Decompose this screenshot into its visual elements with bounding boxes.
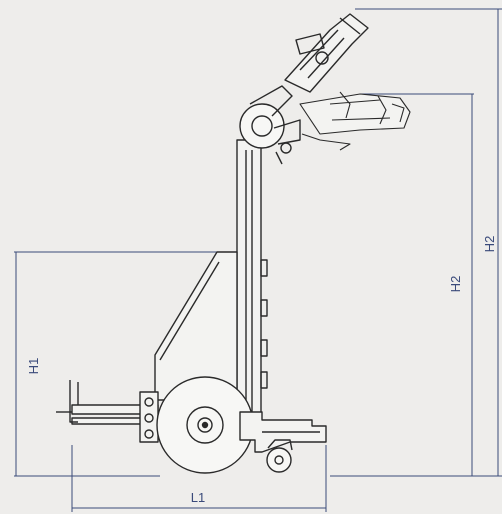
h1-label: H1 [26, 358, 41, 375]
main-wheel [156, 376, 254, 474]
tool-arm-lower [299, 91, 411, 151]
dimension-lines [14, 8, 502, 512]
h2-label: H2 [448, 276, 463, 293]
h2-edge-label: H2 [482, 236, 497, 253]
rear-fork [56, 380, 159, 443]
caster-wheel [266, 439, 293, 473]
tool-arm-upper [284, 13, 369, 93]
l1-label: L1 [191, 490, 205, 505]
base-frame [239, 411, 327, 453]
pivot-head [239, 85, 301, 165]
vertical-mast [236, 139, 268, 431]
machine [56, 13, 411, 474]
